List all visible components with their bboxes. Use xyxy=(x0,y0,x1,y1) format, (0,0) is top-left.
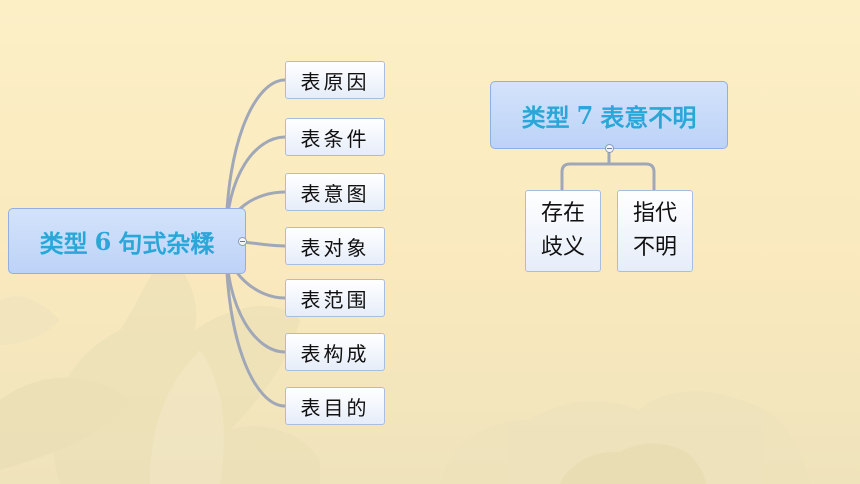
child-node-reason[interactable]: 表原因 xyxy=(285,61,385,99)
child-node-label: 表对象 xyxy=(301,232,370,261)
collapse-toggle-icon[interactable] xyxy=(238,237,247,246)
root-node-type-6[interactable]: 类型 6 句式杂糅 xyxy=(8,208,246,274)
root-node-number: 6 xyxy=(95,227,112,256)
child-node-label: 表条件 xyxy=(301,123,370,152)
child-node-condition[interactable]: 表条件 xyxy=(285,118,385,156)
root-node-prefix: 类型 xyxy=(522,98,570,133)
child-node-label: 表原因 xyxy=(301,66,370,95)
child-node-intention[interactable]: 表意图 xyxy=(285,173,385,211)
child-node-ambiguity[interactable]: 存在 歧义 xyxy=(525,190,601,272)
child-node-scope[interactable]: 表范围 xyxy=(285,279,385,317)
root-node-title: 句式杂糅 xyxy=(118,224,214,259)
collapse-toggle-icon[interactable] xyxy=(605,144,614,153)
child-node-label: 指代 不明 xyxy=(633,197,677,265)
child-node-composition[interactable]: 表构成 xyxy=(285,333,385,371)
child-node-label: 表意图 xyxy=(301,178,370,207)
root-node-number: 7 xyxy=(577,101,594,130)
child-node-label: 存在 歧义 xyxy=(541,197,585,265)
child-node-label: 表构成 xyxy=(301,338,370,367)
root-node-title: 表意不明 xyxy=(600,98,696,133)
child-node-purpose[interactable]: 表目的 xyxy=(285,387,385,425)
root-node-prefix: 类型 xyxy=(40,224,88,259)
child-node-unclear-reference[interactable]: 指代 不明 xyxy=(617,190,693,272)
child-node-label: 表范围 xyxy=(301,284,370,313)
child-node-object[interactable]: 表对象 xyxy=(285,227,385,265)
root-node-type-7[interactable]: 类型 7 表意不明 xyxy=(490,81,728,149)
child-node-label: 表目的 xyxy=(301,392,370,421)
